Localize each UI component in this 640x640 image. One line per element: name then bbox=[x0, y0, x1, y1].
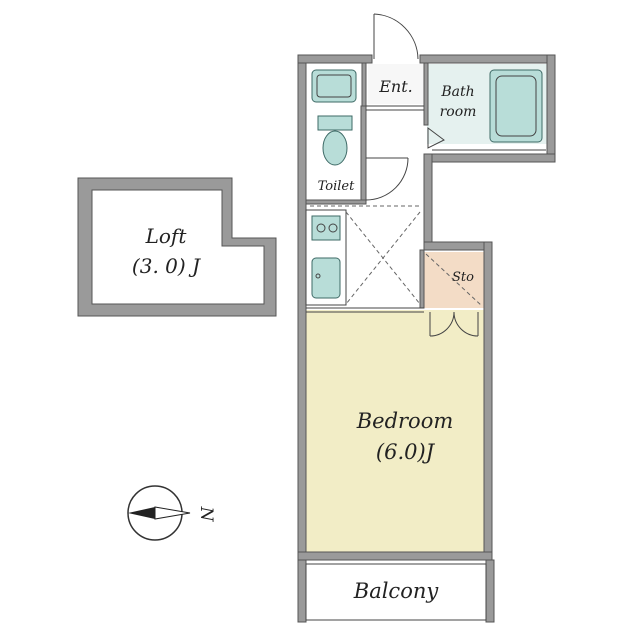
kitchen-counter bbox=[305, 209, 347, 306]
bathroom-door bbox=[427, 127, 445, 149]
compass-north-label: N bbox=[196, 506, 216, 523]
bathtub bbox=[432, 69, 546, 151]
bathroom-label-line2: room bbox=[440, 104, 477, 120]
loft-size-label: (3. 0) J bbox=[132, 254, 201, 278]
bedroom-floor bbox=[306, 310, 484, 552]
loft-label: Loft bbox=[145, 224, 188, 248]
shoe-cabinet bbox=[311, 69, 357, 103]
bedroom-size-label: (6.0)J bbox=[376, 440, 436, 464]
entrance-door bbox=[373, 13, 419, 60]
toilet-fixture bbox=[317, 115, 353, 166]
balcony-outline bbox=[297, 559, 495, 623]
storage-label: Sto bbox=[452, 270, 474, 285]
entrance-floor bbox=[368, 64, 424, 104]
loft-outline bbox=[77, 177, 277, 317]
compass bbox=[127, 485, 191, 541]
toilet-label: Toilet bbox=[318, 179, 355, 194]
kitchen-overhead bbox=[310, 205, 422, 305]
balcony-label: Balcony bbox=[353, 579, 440, 603]
toilet-door bbox=[365, 157, 409, 201]
bedroom-label: Bedroom bbox=[356, 409, 454, 433]
storage-door bbox=[429, 311, 479, 337]
entrance-label: Ent. bbox=[378, 77, 413, 96]
bathroom-label-line1: Bath bbox=[440, 84, 474, 100]
